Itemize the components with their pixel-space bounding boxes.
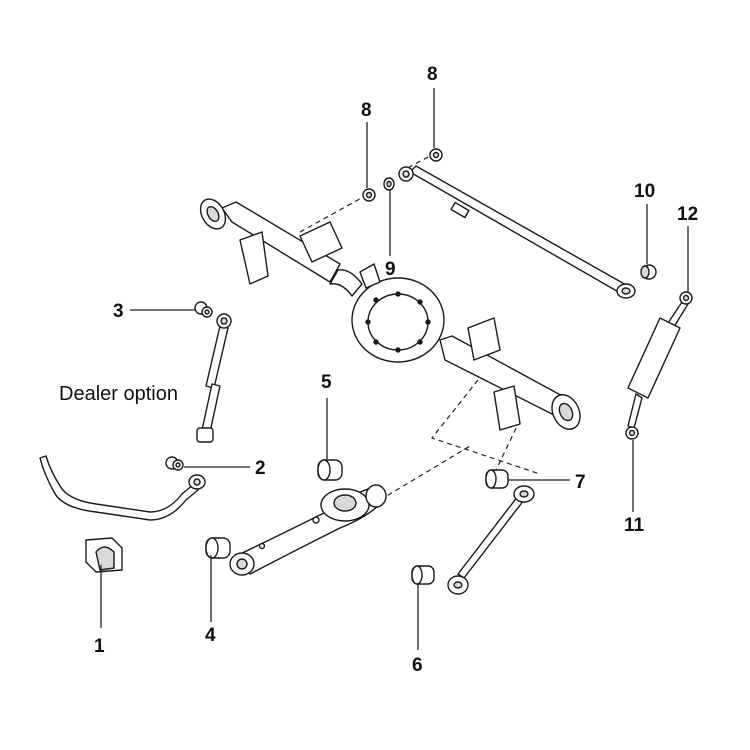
- stabilizer-bushing-1: [85, 537, 123, 573]
- leader-lines: [100, 88, 689, 650]
- bushing-7: [485, 469, 509, 489]
- callout-7: 7: [575, 472, 586, 493]
- rear-axle-housing: [199, 198, 581, 431]
- bushing-2: [165, 456, 184, 471]
- lower-control-arm: [229, 484, 387, 576]
- dealer-option-note: Dealer option: [59, 383, 178, 405]
- callout-12: 12: [677, 204, 699, 225]
- assembly-dashed-lines: [299, 155, 541, 501]
- callout-4: 4: [205, 625, 216, 646]
- callout-8-upper: 8: [427, 64, 438, 85]
- bushing-4: [205, 537, 231, 559]
- callout-9: 9: [385, 259, 396, 280]
- bushing-3: [194, 301, 213, 318]
- washer-9: [383, 177, 395, 191]
- callout-6: 6: [412, 655, 423, 676]
- callout-1: 1: [94, 636, 105, 657]
- stabilizer-bar: [39, 455, 206, 521]
- callout-8-lower: 8: [361, 100, 372, 121]
- callout-3: 3: [113, 301, 124, 322]
- bushing-8-upper: [429, 148, 443, 162]
- callout-5: 5: [321, 372, 332, 393]
- shock-absorber-right: [625, 291, 693, 440]
- lateral-link: [447, 485, 535, 595]
- callout-2: 2: [255, 458, 266, 479]
- upper-link-rod: [398, 165, 636, 299]
- bushing-10: [640, 264, 657, 280]
- shock-absorber-left: [196, 313, 232, 443]
- bushing-6: [411, 565, 435, 585]
- bushing-5: [317, 459, 343, 481]
- bushing-8-lower: [362, 188, 376, 202]
- callout-10: 10: [634, 181, 656, 202]
- callout-11: 11: [624, 515, 645, 536]
